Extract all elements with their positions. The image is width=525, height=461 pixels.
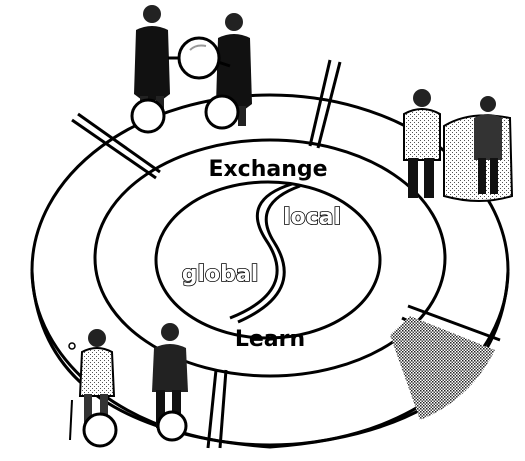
lobe-label-global: global: [182, 262, 259, 287]
people-group-right: [403, 89, 514, 202]
people-group-bottom-left: [68, 323, 188, 448]
shaded-ring-segment: [390, 316, 495, 420]
yin-yang-divider: [154, 180, 382, 340]
ring-label-exchange: Exchange: [208, 157, 327, 182]
lobe-label-local: local: [283, 205, 341, 230]
ring-label-learn: Learn: [235, 327, 305, 352]
people-group-top: [130, 5, 252, 134]
